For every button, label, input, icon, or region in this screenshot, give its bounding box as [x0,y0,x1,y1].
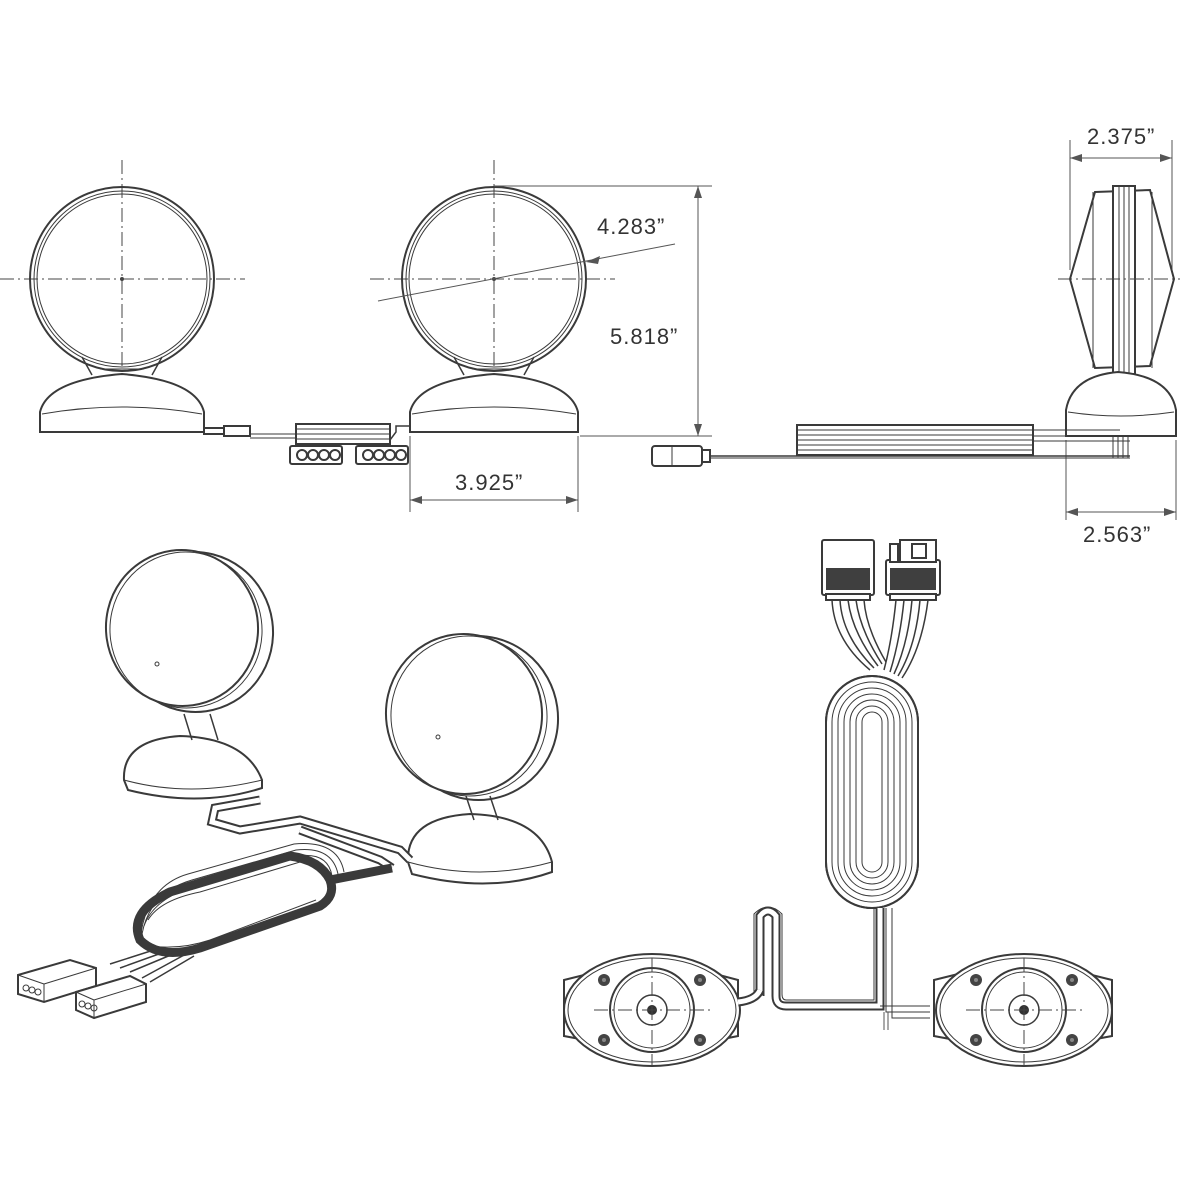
base-width-dimension [409,436,579,512]
isometric-light-right [384,633,560,885]
isometric-light-left [104,549,275,800]
side-view-light [1058,140,1180,520]
harness-connector-right [885,539,941,601]
lens-diameter-label: 4.283” [597,214,666,239]
isometric-connector-right [75,974,147,1020]
isometric-harness [17,795,414,1020]
side-base-depth-label: 2.563” [1083,522,1152,547]
four-pin-connector-left [289,445,343,465]
pod-harness-connectors [753,539,941,1030]
overall-height-label: 5.818” [610,324,679,349]
oval-pod-right [933,953,1113,1067]
four-pin-connector-right [355,445,409,465]
oval-pod-left [563,953,765,1067]
lens-diameter-leader [377,243,676,302]
overall-height-dimension [494,185,712,437]
coiled-cable-bundle [796,424,1034,456]
front-view-left-light [0,160,245,433]
side-view-harness [651,424,1130,467]
front-view-harness [203,423,410,465]
front-view-right-light [370,160,676,433]
vertical-coiled-loop [825,675,919,909]
base-width-label: 3.925” [455,470,524,495]
harness-connector-left [821,539,875,601]
side-depth-label: 2.375” [1087,124,1156,149]
